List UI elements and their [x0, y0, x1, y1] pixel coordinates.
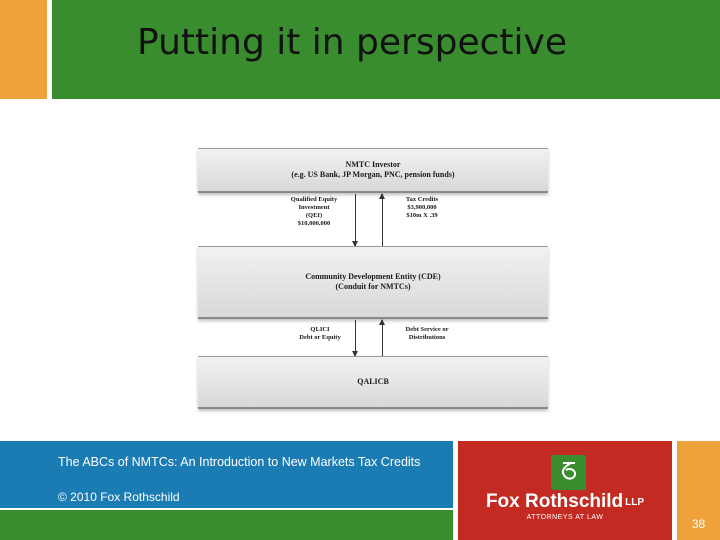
- orange-accent-top: [0, 0, 47, 99]
- debt-service-label: Debt Service or Distributions: [405, 326, 449, 341]
- tax-credits-arrow-up: [379, 193, 385, 246]
- cde-subtitle: (Conduit for NMTCs): [335, 282, 411, 291]
- nmtc-structure-diagram: NMTC Investor (e.g. US Bank, JP Morgan, …: [198, 140, 548, 415]
- tax-credits-label: Tax Credits $3,900,000 $10m X .39: [405, 196, 439, 219]
- qei-label: Qualified Equity Investment (QEI) $10,00…: [290, 196, 338, 227]
- copyright-notice: © 2010 Fox Rothschild: [58, 490, 180, 504]
- slide-title: Putting it in perspective: [137, 22, 567, 63]
- qalicb-box: QALICB: [198, 356, 548, 409]
- footer-blue-band: [0, 441, 453, 508]
- page-number: 38: [691, 517, 706, 531]
- cde-box: Community Development Entity (CDE) (Cond…: [198, 246, 548, 319]
- title-banner: [52, 0, 720, 99]
- qlici-label: QLICI Debt or Equity: [299, 326, 341, 341]
- investor-title: NMTC Investor: [345, 160, 401, 169]
- qlici-arrow-down: [352, 320, 358, 357]
- logo-llp: LLP: [625, 497, 645, 508]
- fox-rothschild-logo-icon: [551, 455, 586, 490]
- logo-subtitle: ATTORNEYS AT LAW: [526, 514, 604, 521]
- presentation-title: The ABCs of NMTCs: An Introduction to Ne…: [58, 455, 421, 469]
- debt-service-arrow-up: [379, 319, 385, 356]
- investor-examples: (e.g. US Bank, JP Morgan, PNC, pension f…: [291, 170, 455, 179]
- qalicb-title: QALICB: [357, 377, 389, 386]
- cde-title: Community Development Entity (CDE): [305, 272, 441, 281]
- qei-arrow-down: [352, 194, 358, 247]
- orange-accent-bottom: [677, 441, 720, 540]
- investor-box: NMTC Investor (e.g. US Bank, JP Morgan, …: [198, 148, 548, 193]
- footer-green-strip: [0, 510, 453, 540]
